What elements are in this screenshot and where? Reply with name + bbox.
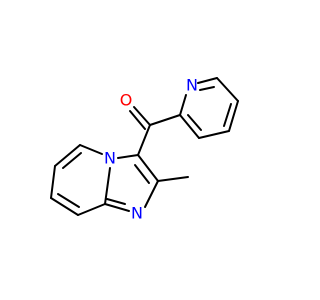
bond-im-c8a-n4 <box>104 167 111 205</box>
molecule-structure: O N N N <box>50 76 239 223</box>
bond-fused-c8-c8a <box>77 203 106 216</box>
bond-carbonyl-imidazole <box>137 124 151 156</box>
bond-pyr-c3-c2-inner <box>187 114 202 131</box>
bond-pyr-c3-c2 <box>179 114 200 139</box>
bond-carbonyl-pyridine <box>149 114 181 126</box>
bond-fused-c6-c7 <box>50 165 56 199</box>
bond-carbonyl-b <box>129 110 146 130</box>
bond-im-n1-c8a-inner <box>106 198 126 205</box>
bond-fused-n4-c5 <box>79 144 103 155</box>
bond-fused-c5-c6-inner <box>62 152 82 169</box>
bond-methyl <box>157 176 189 182</box>
imidazole-nitrogen-label: N <box>131 204 143 223</box>
bond-pyr-n1-c6-inner <box>199 86 215 91</box>
bond-pyr-n1-c6 <box>197 77 218 84</box>
bond-im-c3-c2-inner <box>134 164 150 184</box>
bond-group <box>50 77 239 216</box>
bond-pyr-c5-c4-inner <box>223 103 232 127</box>
bond-fused-c7-c8 <box>50 197 79 216</box>
pyridine-nitrogen-label: N <box>186 76 198 95</box>
oxygen-atom-label: O <box>120 91 133 110</box>
bond-im-n1-c8a <box>104 203 130 212</box>
bond-fused-c5-c6 <box>54 144 81 167</box>
bond-pyr-c2-n1 <box>179 94 187 116</box>
bond-pyr-c5-c4 <box>228 100 239 132</box>
bond-carbonyl-a <box>133 106 151 126</box>
bond-pyr-c6-c5 <box>216 77 239 102</box>
bond-fused-c7-c8-inner <box>57 193 80 208</box>
atom-label-group: O N N N <box>104 76 198 223</box>
bond-im-c2-n1 <box>144 180 159 208</box>
molecule-canvas: O N N N <box>50 76 239 223</box>
bridgehead-nitrogen-label: N <box>104 149 116 168</box>
bond-im-n4-c3 <box>117 154 139 159</box>
bond-pyr-c4-c3 <box>198 130 230 139</box>
bond-im-c3-c2 <box>137 154 159 182</box>
